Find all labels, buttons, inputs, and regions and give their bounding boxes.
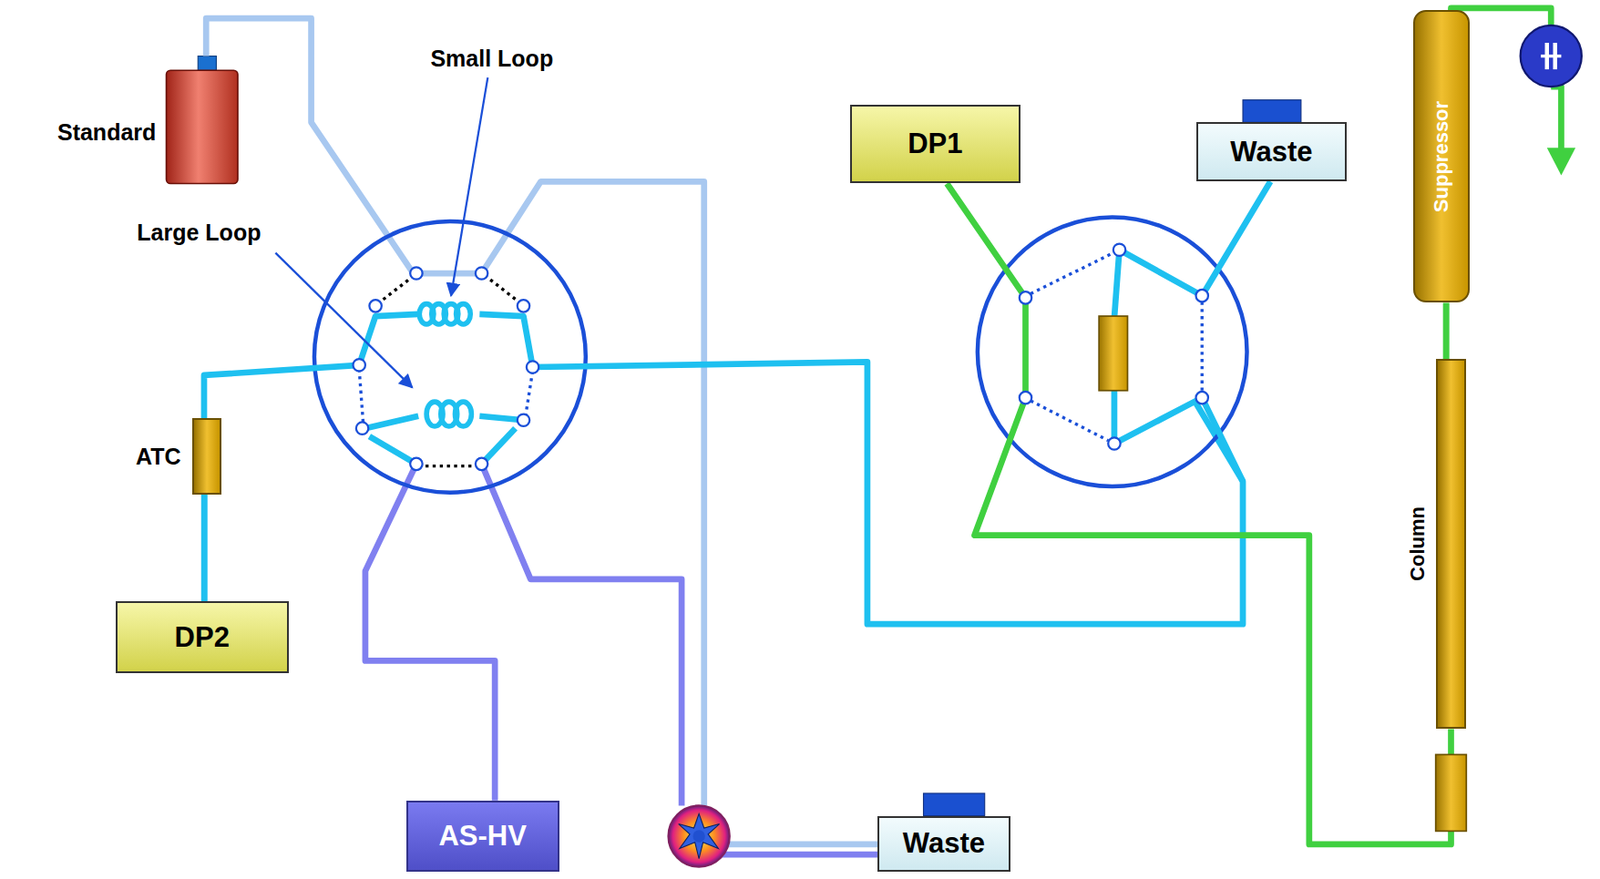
- node-text: Suppressor: [1429, 101, 1454, 213]
- node-text: Column: [1405, 506, 1430, 582]
- node-text: AS-HV: [438, 820, 526, 853]
- node-text: Waste: [902, 827, 985, 861]
- atc-column: ATC: [192, 418, 222, 495]
- autosampler-box: AS-HV: [406, 800, 560, 872]
- loop-label: Large Loop: [133, 219, 264, 247]
- node-text: Standard: [57, 119, 156, 146]
- analytical-column: Column: [1435, 358, 1467, 729]
- standard-label: Standard: [15, 112, 157, 154]
- tubing-connector: [201, 494, 208, 603]
- node-text: DP2: [174, 621, 230, 655]
- waste-container: Waste: [1196, 122, 1348, 182]
- node-text: DP1: [907, 127, 963, 161]
- pump-box: DP2: [115, 601, 289, 673]
- suppressor-column: Suppressor: [1413, 10, 1470, 303]
- waste-container: Waste: [877, 816, 1011, 873]
- loop-label: Small Loop: [427, 45, 556, 72]
- node-text: ATC: [135, 442, 182, 470]
- pump-box: DP1: [850, 104, 1021, 184]
- node-text: Waste: [1230, 135, 1313, 169]
- tubing-connector: [1443, 302, 1450, 359]
